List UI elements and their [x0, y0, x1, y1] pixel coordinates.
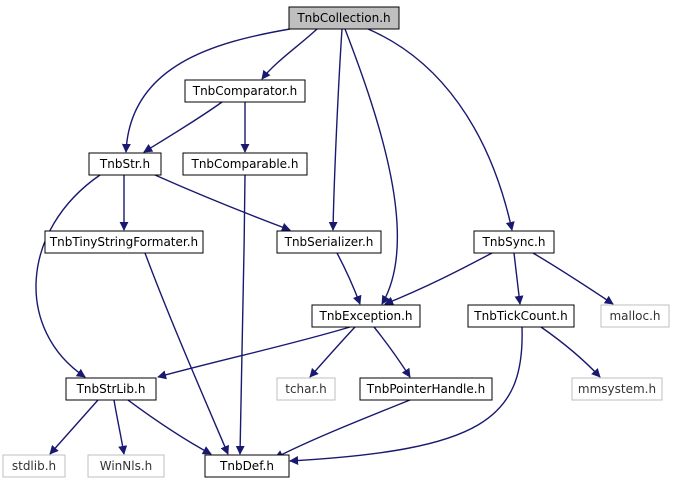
node-box-stdlib: [2, 454, 66, 478]
edge-sync-to-exception: [384, 252, 493, 306]
edge-exception-to-ptrhandle: [373, 326, 411, 378]
node-box-winnls: [87, 454, 165, 478]
edge-collection-to-comparator: [261, 28, 318, 80]
node-label-comparator: TnbComparator.h: [192, 84, 298, 98]
node-mmsystem: mmsystem.h: [571, 377, 663, 401]
node-box-serializer: [276, 230, 382, 254]
edge-strlib-to-def: [127, 399, 212, 455]
node-box-tinyfmt: [44, 230, 204, 254]
node-serializer[interactable]: TnbSerializer.h: [276, 230, 382, 254]
edge-collection-to-serializer: [328, 28, 343, 231]
node-label-str: TnbStr.h: [99, 157, 150, 171]
node-ptrhandle[interactable]: TnbPointerHandle.h: [359, 377, 493, 401]
edge-tinyfmt-to-def: [144, 252, 229, 455]
node-box-str: [88, 152, 162, 176]
node-box-malloc: [600, 304, 670, 328]
node-box-collection: [288, 6, 400, 30]
node-strlib[interactable]: TnbStrLib.h: [65, 377, 157, 401]
edge-collection-to-str: [121, 28, 291, 153]
node-stdlib: stdlib.h: [2, 454, 66, 478]
node-str[interactable]: TnbStr.h: [88, 152, 162, 176]
node-winnls: WinNls.h: [87, 454, 165, 478]
node-comparator[interactable]: TnbComparator.h: [184, 79, 306, 103]
edge-strlib-to-winnls: [113, 399, 128, 455]
node-label-strlib: TnbStrLib.h: [76, 382, 146, 396]
node-box-comparator: [184, 79, 306, 103]
node-box-mmsystem: [571, 377, 663, 401]
node-label-mmsystem: mmsystem.h: [578, 382, 656, 396]
node-label-malloc: malloc.h: [609, 309, 660, 323]
node-label-serializer: TnbSerializer.h: [284, 235, 374, 249]
node-collection[interactable]: TnbCollection.h: [288, 6, 400, 30]
node-box-strlib: [65, 377, 157, 401]
node-label-tchar: tchar.h: [285, 382, 327, 396]
node-box-tchar: [276, 377, 336, 401]
edge-sync-to-tickcount: [513, 252, 524, 305]
node-label-collection: TnbCollection.h: [296, 11, 390, 25]
edge-collection-to-exception: [344, 28, 399, 305]
node-label-def: TnbDef.h: [219, 459, 274, 473]
node-sync[interactable]: TnbSync.h: [473, 230, 555, 254]
node-label-sync: TnbSync.h: [482, 235, 546, 249]
node-label-comparable: TnbComparable.h: [191, 157, 299, 171]
node-box-def: [204, 454, 290, 478]
node-label-exception: TnbException.h: [318, 309, 412, 323]
edges-layer: [35, 28, 614, 466]
edge-str-to-strlib: [35, 174, 101, 378]
node-label-winnls: WinNls.h: [100, 459, 153, 473]
node-def[interactable]: TnbDef.h: [204, 454, 290, 478]
node-comparable[interactable]: TnbComparable.h: [182, 152, 308, 176]
edge-tickcount-to-def: [289, 326, 523, 466]
edge-str-to-serializer: [154, 174, 291, 232]
node-tickcount[interactable]: TnbTickCount.h: [467, 304, 575, 328]
edge-strlib-to-stdlib: [49, 399, 99, 455]
edge-ptrhandle-to-def: [274, 399, 411, 459]
node-label-tickcount: TnbTickCount.h: [473, 309, 567, 323]
node-tinyfmt[interactable]: TnbTinyStringFormater.h: [44, 230, 204, 254]
edge-serializer-to-exception: [336, 252, 362, 305]
edge-tickcount-to-mmsystem: [540, 326, 601, 378]
edge-exception-to-strlib: [157, 326, 351, 380]
node-box-sync: [473, 230, 555, 254]
node-malloc: malloc.h: [600, 304, 670, 328]
node-box-comparable: [182, 152, 308, 176]
node-box-exception: [311, 304, 421, 328]
edge-comparator-to-str: [143, 101, 223, 153]
node-exception[interactable]: TnbException.h: [311, 304, 421, 328]
node-label-ptrhandle: TnbPointerHandle.h: [366, 382, 485, 396]
node-tchar: tchar.h: [276, 377, 336, 401]
node-label-tinyfmt: TnbTinyStringFormater.h: [49, 235, 198, 249]
node-label-stdlib: stdlib.h: [12, 459, 56, 473]
node-box-tickcount: [467, 304, 575, 328]
edge-collection-to-sync: [367, 28, 515, 231]
node-box-ptrhandle: [359, 377, 493, 401]
edge-sync-to-malloc: [532, 252, 614, 305]
edge-exception-to-tchar: [309, 326, 356, 378]
edge-comparable-to-def: [235, 174, 246, 455]
